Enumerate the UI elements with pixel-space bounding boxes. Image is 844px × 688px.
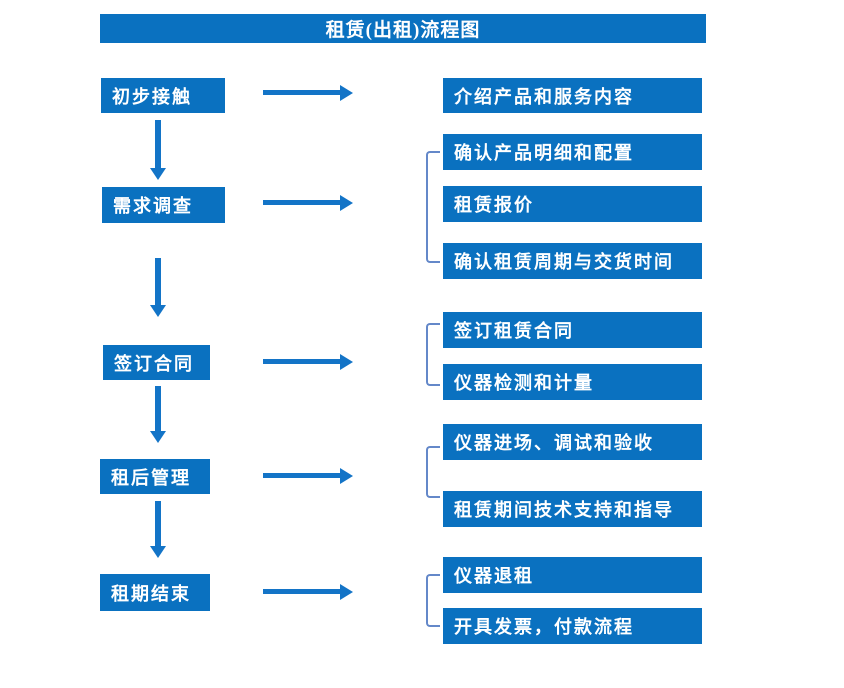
right-arrow-2 xyxy=(263,195,353,211)
detail-box-sign-rental-contract: 签订租赁合同 xyxy=(443,312,702,348)
bracket-rental-end-group xyxy=(426,574,440,627)
down-arrow-1 xyxy=(150,120,166,180)
detail-box-rental-quotation: 租赁报价 xyxy=(443,186,702,222)
detail-box-invoice-payment: 开具发票，付款流程 xyxy=(443,608,702,644)
down-arrow-head-icon xyxy=(150,168,166,180)
down-arrow-4 xyxy=(150,501,166,558)
bracket-post-rental-mgmt-group xyxy=(426,446,440,498)
right-arrow-head-icon xyxy=(340,468,353,484)
down-arrow-2 xyxy=(150,258,166,317)
right-arrow-head-icon xyxy=(340,195,353,211)
detail-box-confirm-product-spec: 确认产品明细和配置 xyxy=(443,134,702,170)
down-arrow-head-icon xyxy=(150,431,166,443)
down-arrow-head-icon xyxy=(150,546,166,558)
detail-box-instrument-testing: 仪器检测和计量 xyxy=(443,364,702,400)
right-arrow-1 xyxy=(263,85,353,101)
detail-box-introduce-products: 介绍产品和服务内容 xyxy=(443,78,702,113)
detail-box-tech-support: 租赁期间技术支持和指导 xyxy=(443,491,702,527)
detail-box-instrument-return: 仪器退租 xyxy=(443,557,702,593)
right-arrow-shaft xyxy=(263,200,341,205)
step-box-post-rental-mgmt: 租后管理 xyxy=(100,459,210,494)
right-arrow-head-icon xyxy=(340,354,353,370)
down-arrow-shaft xyxy=(155,501,161,546)
step-box-sign-contract: 签订合同 xyxy=(103,345,210,380)
step-box-needs-survey: 需求调查 xyxy=(102,187,225,223)
down-arrow-head-icon xyxy=(150,305,166,317)
down-arrow-shaft xyxy=(155,386,161,431)
right-arrow-shaft xyxy=(263,473,341,478)
detail-box-instrument-setup: 仪器进场、调试和验收 xyxy=(443,424,702,460)
down-arrow-shaft xyxy=(155,258,161,305)
right-arrow-head-icon xyxy=(340,584,353,600)
step-box-rental-end: 租期结束 xyxy=(100,574,210,611)
bracket-sign-contract-group xyxy=(426,323,440,386)
down-arrow-3 xyxy=(150,386,166,443)
right-arrow-shaft xyxy=(263,589,341,594)
flowchart-title: 租赁(出租)流程图 xyxy=(100,14,706,43)
right-arrow-4 xyxy=(263,468,353,484)
step-box-initial-contact: 初步接触 xyxy=(101,78,225,113)
down-arrow-shaft xyxy=(155,120,161,168)
right-arrow-shaft xyxy=(263,359,341,364)
right-arrow-5 xyxy=(263,584,353,600)
detail-box-confirm-period: 确认租赁周期与交货时间 xyxy=(443,243,702,279)
right-arrow-head-icon xyxy=(340,85,353,101)
bracket-needs-survey-group xyxy=(426,151,440,263)
right-arrow-shaft xyxy=(263,90,341,95)
right-arrow-3 xyxy=(263,354,353,370)
